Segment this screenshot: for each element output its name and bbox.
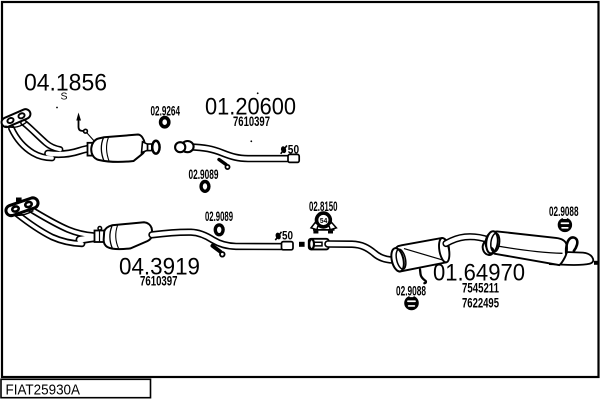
svg-text:50: 50 (282, 231, 293, 243)
svg-text:7610397: 7610397 (233, 113, 270, 129)
svg-text:02.9264: 02.9264 (151, 102, 181, 118)
svg-text:7610397: 7610397 (140, 272, 178, 288)
svg-text:FIAT25930A: FIAT25930A (6, 382, 81, 398)
svg-text:02.8150: 02.8150 (309, 198, 338, 214)
svg-text:04.3919: 04.3919 (119, 253, 200, 280)
svg-text:50: 50 (288, 144, 299, 156)
svg-text:S: S (61, 91, 68, 103)
svg-text:02.9088: 02.9088 (396, 283, 426, 299)
svg-text:54: 54 (320, 216, 328, 225)
svg-text:01.64970: 01.64970 (433, 259, 525, 286)
svg-text:7622495: 7622495 (462, 295, 499, 311)
svg-text:02.9088: 02.9088 (549, 203, 579, 219)
svg-text:02.9089: 02.9089 (205, 208, 233, 224)
svg-text:01.20600: 01.20600 (205, 93, 296, 120)
svg-text:7545211: 7545211 (462, 280, 499, 296)
svg-text:02.9089: 02.9089 (189, 166, 219, 182)
svg-text:04.1856: 04.1856 (24, 69, 107, 96)
